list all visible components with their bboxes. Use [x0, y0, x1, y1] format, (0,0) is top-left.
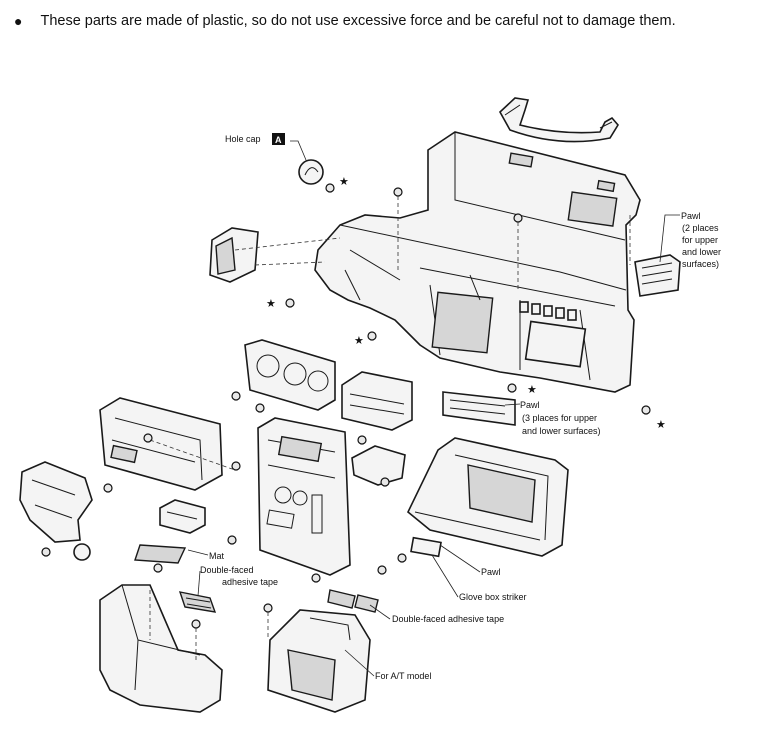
star-icon: ★: [527, 383, 537, 396]
star-icon: ★: [354, 334, 364, 347]
leader-lines: [187, 140, 680, 677]
adhesive-tape-left-label-2: adhesive tape: [222, 577, 278, 587]
pawl-top-label-4: and lower: [682, 247, 721, 257]
adhesive-tape-right-label: Double-faced adhesive tape: [392, 614, 504, 624]
ashtray: [159, 499, 206, 534]
console-box: [99, 544, 223, 713]
at-model-label: For A/T model: [375, 671, 431, 681]
mark-a-letter: A: [275, 135, 282, 145]
assembly-lines: [149, 196, 631, 660]
cluster-lid: [99, 397, 223, 491]
side-vent-left: [209, 227, 259, 283]
glove-box: [407, 437, 569, 557]
bullet-icon: ●: [14, 13, 23, 29]
star-icon: ★: [656, 418, 666, 431]
hole-cap: [298, 159, 324, 185]
glove-box-striker-label: Glove box striker: [459, 592, 527, 602]
caution-text: These parts are made of plastic, so do n…: [40, 13, 676, 29]
center-cluster-finisher: [257, 417, 351, 576]
pawl-mid-label-1: Pawl: [520, 400, 540, 410]
meter-cluster-hood: [244, 339, 336, 411]
mat-label: Mat: [209, 551, 225, 561]
assist-grip: [498, 97, 619, 143]
pawl-low-label: Pawl: [481, 567, 501, 577]
adhesive-tape-right: [327, 589, 379, 613]
caution-note: ● These parts are made of plastic, so do…: [14, 12, 754, 30]
screws: [41, 183, 651, 629]
pawl-top-label-1: Pawl: [681, 211, 701, 221]
audio-unit: [341, 371, 413, 486]
star-icon: ★: [266, 297, 276, 310]
pawl-top-label-3: for upper: [682, 235, 718, 245]
hole-cap-label: Hole cap: [225, 134, 261, 144]
star-icon: ★: [339, 175, 349, 188]
adhesive-tape-left-label-1: Double-faced: [200, 565, 254, 575]
side-vent-right: [634, 254, 681, 297]
console-finisher: [267, 589, 379, 713]
steering-column-cover: [19, 461, 93, 561]
instrument-panel: [314, 131, 641, 393]
adhesive-tape-left: [178, 591, 217, 613]
star-marks: ★ ★ ★ ★ ★: [266, 175, 666, 431]
pawl-top-label-5: surfaces): [682, 259, 719, 269]
pawl-top-label-2: (2 places: [682, 223, 719, 233]
pawl-mid-label-2: (3 places for upper: [522, 413, 597, 423]
glove-box-striker: [410, 536, 442, 558]
pawl-bezel-mid: [442, 391, 516, 426]
labels: Hole cap A Pawl (2 places for upper and …: [200, 133, 721, 681]
pawl-mid-label-3: and lower surfaces): [522, 426, 601, 436]
mark-a-box: [272, 133, 285, 145]
